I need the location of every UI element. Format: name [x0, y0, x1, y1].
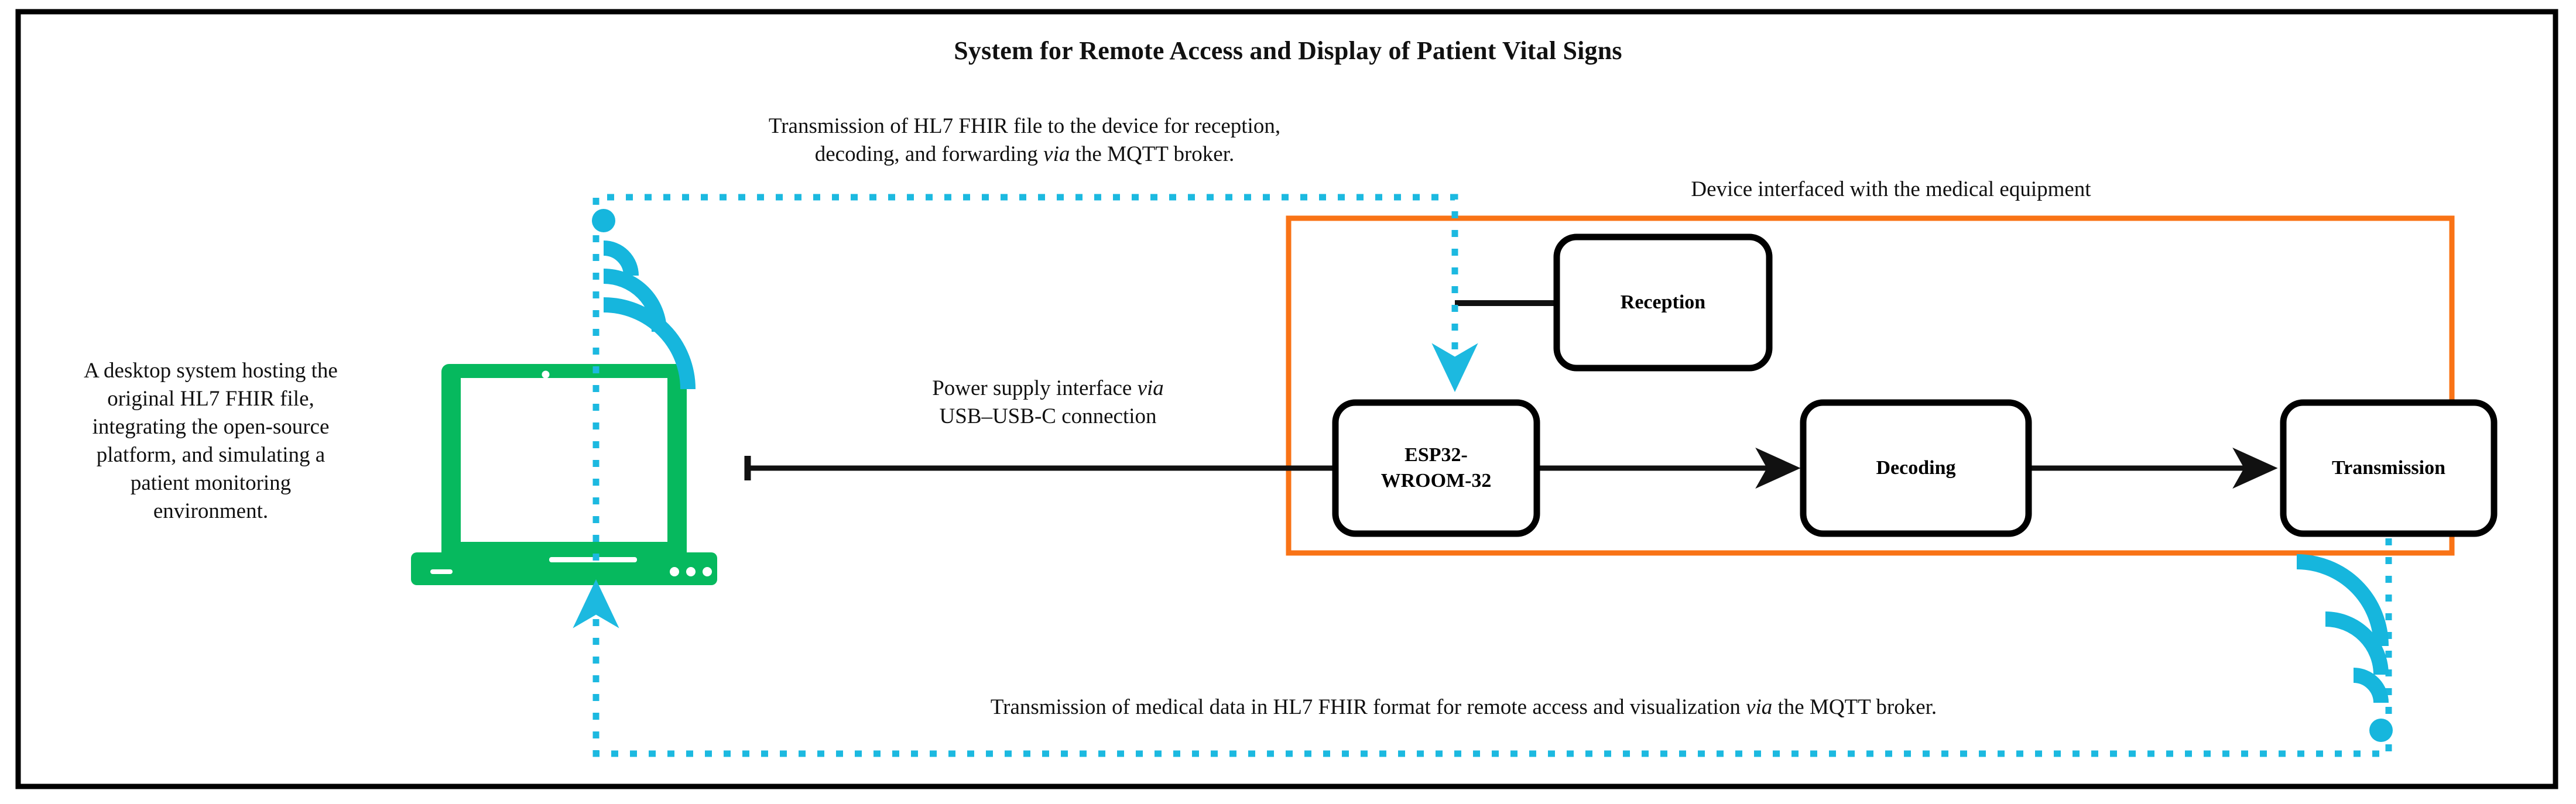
- node-box-decoding[interactable]: [1800, 399, 2032, 537]
- node-label-transmission-line: Transmission: [2332, 457, 2445, 479]
- top-flow-line-2-post: the MQTT broker.: [1070, 142, 1235, 167]
- left-description-line: patient monitoring: [130, 471, 292, 496]
- power-link-line-1: Power supply interface via: [808, 374, 1288, 403]
- power-supply-link: [744, 456, 1352, 480]
- left-description-line: environment.: [153, 499, 269, 524]
- top-flow-annotation: Transmission of HL7 FHIR file to the dev…: [585, 112, 1464, 169]
- figure-title: System for Remote Access and Display of …: [954, 36, 1622, 65]
- bottom-flow-line: Transmission of medical data in HL7 FHIR…: [644, 693, 2283, 721]
- mqtt-uplink-path: [573, 538, 2392, 757]
- wifi-signal-icon: [592, 209, 696, 390]
- device-group-box: [1286, 215, 2455, 556]
- device-group-label: Device interfaced with the medical equip…: [1691, 177, 2091, 201]
- laptop-icon: [411, 364, 717, 585]
- top-flow-line-2-italic: via: [1043, 142, 1070, 167]
- node-label-transmission: Transmission: [2283, 403, 2494, 534]
- node-label-esp32-line: WROOM-32: [1381, 470, 1492, 492]
- power-link-line-1-pre: Power supply interface: [932, 376, 1138, 400]
- power-link-line-1-italic: via: [1137, 376, 1164, 400]
- bottom-flow-annotation: Transmission of medical data in HL7 FHIR…: [644, 693, 2283, 721]
- node-label-reception: Reception: [1557, 237, 1769, 368]
- node-decoding[interactable]: Decoding: [1803, 403, 2029, 534]
- node-box-reception[interactable]: [1553, 233, 1773, 372]
- node-label-esp32-line: ESP32-: [1405, 444, 1468, 466]
- bottom-flow-post: the MQTT broker.: [1772, 695, 1937, 719]
- node-label-reception-line: Reception: [1620, 291, 1706, 314]
- node-esp32[interactable]: ESP32- WROOM-32: [1335, 403, 1537, 534]
- node-label-decoding-line: Decoding: [1876, 457, 1956, 479]
- left-description-line: original HL7 FHIR file,: [107, 387, 314, 411]
- bottom-flow-italic: via: [1746, 695, 1773, 719]
- node-box-transmission[interactable]: [2280, 399, 2498, 537]
- left-description-line: platform, and simulating a: [96, 443, 326, 468]
- node-box-esp32[interactable]: [1332, 399, 1540, 537]
- wifi-signal-icon: [2296, 554, 2393, 742]
- left-description: A desktop system hosting the original HL…: [47, 357, 375, 526]
- power-link-annotation: Power supply interface via USB–USB-C con…: [808, 374, 1288, 431]
- left-description-line: A desktop system hosting the: [84, 359, 338, 383]
- left-description-line: integrating the open-source: [92, 415, 330, 439]
- node-label-decoding: Decoding: [1803, 403, 2029, 534]
- top-flow-line-2: decoding, and forwarding via the MQTT br…: [585, 140, 1464, 169]
- node-reception[interactable]: Reception: [1557, 237, 1769, 368]
- node-label-esp32: ESP32- WROOM-32: [1335, 403, 1537, 534]
- node-transmission[interactable]: Transmission: [2283, 403, 2494, 534]
- mqtt-downlink-path: [592, 194, 1478, 561]
- bottom-flow-pre: Transmission of medical data in HL7 FHIR…: [990, 695, 1746, 719]
- top-flow-line-1: Transmission of HL7 FHIR file to the dev…: [768, 114, 1281, 138]
- figure-border: [15, 9, 2558, 789]
- top-flow-line-2-pre: decoding, and forwarding: [814, 142, 1044, 167]
- power-link-line-2: USB–USB-C connection: [939, 404, 1157, 429]
